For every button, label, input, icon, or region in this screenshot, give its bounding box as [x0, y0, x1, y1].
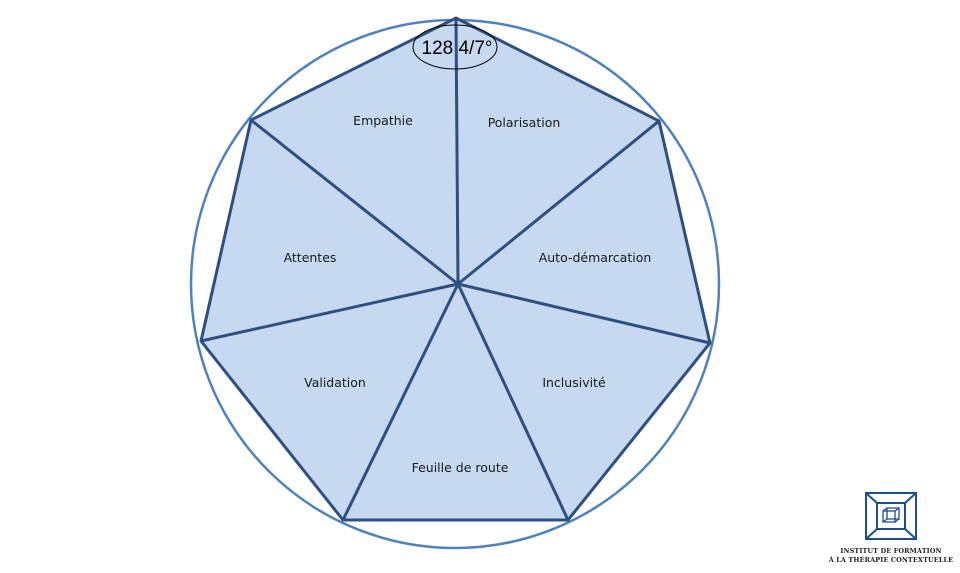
logo-text-line-2: à la Thérapie Contextuelle [828, 555, 953, 564]
spoke-lower-left [341, 283, 460, 521]
segment-label-auto-demarcation: Auto-démarcation [539, 250, 652, 265]
interior-angle-label: 128 4/7° [422, 38, 493, 59]
spoke-upper-right [457, 119, 660, 286]
spokes [200, 17, 711, 521]
segment-label-validation: Validation [304, 375, 366, 390]
spoke-upper-left [250, 118, 459, 286]
logo-text-line-1: Institut de Formation [840, 547, 941, 555]
angle-marker [412, 24, 498, 70]
spoke-left [200, 282, 459, 343]
spoke-top [454, 17, 460, 285]
segment-label-empathie: Empathie [353, 113, 413, 128]
spoke-right [457, 282, 711, 345]
institute-logo: Institut de Formation à la Thérapie Cont… [828, 492, 953, 564]
segment-label-attentes: Attentes [284, 250, 337, 265]
heptagon [199, 16, 712, 522]
segment-label-feuille-de-route: Feuille de route [412, 460, 509, 475]
spoke-lower-right [456, 283, 570, 521]
segment-label-polarisation: Polarisation [488, 115, 561, 130]
segment-label-inclusivite: Inclusivité [542, 375, 606, 390]
cube-logo-icon [865, 492, 917, 540]
